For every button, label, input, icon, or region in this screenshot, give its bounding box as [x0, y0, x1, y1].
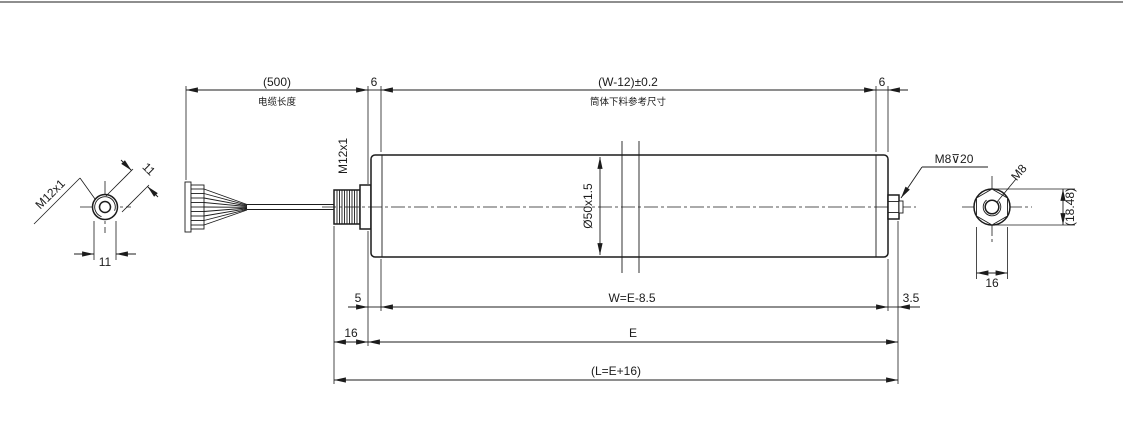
left-diag-dim-b — [148, 187, 159, 198]
dim-face-to-face: W=E-8.5 — [608, 291, 655, 305]
dim-installed-length: E — [629, 326, 637, 340]
roller-body: Ø50x1.5 — [322, 141, 916, 273]
right-stub-tip — [899, 201, 903, 213]
dim-left-diagonal: 11 — [139, 160, 158, 179]
connector-back-plate — [185, 182, 191, 232]
dim-right-corners: (18.48) — [1063, 188, 1077, 226]
label-left-view-thread: M12x1 — [32, 176, 68, 212]
dim-overall-length: (L=E+16) — [591, 364, 641, 378]
left-diag-ext-2 — [122, 185, 149, 212]
dim-gap-right: 6 — [879, 75, 886, 89]
roller-tube-outline — [371, 155, 888, 257]
note-tube-cut: 筒体下料参考尺寸 — [590, 96, 667, 108]
dim-tube-dia: Ø50x1.5 — [581, 183, 595, 229]
left-diag-dim-a — [121, 160, 132, 171]
dim-left-recess: 5 — [355, 291, 362, 305]
note-cable-length: 电缆长度 — [258, 96, 297, 108]
dim-gap-left: 6 — [371, 75, 378, 89]
dim-left-flats: 11 — [99, 255, 112, 269]
right-end-view: M8 (18.48) 16 — [962, 161, 1077, 290]
label-left-shaft-thread: M12x1 — [336, 138, 350, 174]
dim-right-stub: 3.5 — [903, 291, 920, 305]
left-thread-leader-2 — [80, 178, 95, 199]
dim-tube-cut: (W-12)±0.2 — [598, 75, 658, 89]
cable-assembly — [185, 182, 334, 232]
cable — [247, 205, 334, 210]
label-tapped-hole: M8⊽20 — [935, 152, 974, 166]
right-stub: M8⊽20 — [888, 152, 988, 219]
right-stub-outline — [888, 195, 899, 219]
dim-thread-length: 16 — [344, 326, 358, 340]
tapped-hole-leader — [901, 167, 922, 198]
cable-wires — [204, 189, 247, 225]
label-right-view-thread: M8 — [1008, 161, 1030, 183]
left-diag-ext-1 — [106, 169, 133, 196]
left-view-major-circle — [93, 195, 118, 220]
left-end-view: 11 11 M12x1 — [32, 160, 158, 269]
dim-right-flats: 16 — [985, 276, 999, 290]
dim-cable-length: (500) — [263, 75, 291, 89]
left-thread-stub: M12x1 — [334, 138, 371, 229]
